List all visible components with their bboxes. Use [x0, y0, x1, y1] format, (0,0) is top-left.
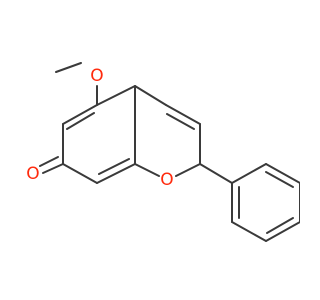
- molecule-structure-diagram: O O O: [26, 62, 300, 242]
- ring-a-bond-1: [96, 85, 136, 106]
- ring-b-bond-2: [165, 104, 201, 125]
- methyl-bond: [55, 62, 82, 73]
- ring-a-bond-4: [62, 163, 98, 184]
- ring-b-double-bond-2: [166, 113, 195, 130]
- phenyl-bond-6: [231, 163, 267, 184]
- ring-a-bond-5: [96, 163, 136, 184]
- carbonyl-oxygen-label: O: [26, 164, 39, 184]
- phenyl-link-bond: [199, 163, 233, 184]
- ring-a-double-bond-5: [98, 158, 130, 175]
- phenyl-double-bond-5: [265, 171, 294, 188]
- ring-b-bond-4: [175, 163, 201, 177]
- ring-b-bond-1: [134, 85, 167, 106]
- methoxy-oxygen-label: O: [90, 66, 103, 86]
- carbonyl-bond: [42, 163, 64, 174]
- ring-a-double-bond-2: [66, 112, 95, 130]
- ring-b-bond-5: [134, 163, 160, 177]
- phenyl-bond-2: [231, 221, 267, 242]
- phenyl-bond-3: [265, 221, 300, 242]
- ring-a-bond-2: [62, 104, 98, 125]
- phenyl-bond-5: [265, 163, 300, 184]
- phenyl-double-bond-3: [266, 217, 294, 234]
- ring-oxygen-label: O: [160, 170, 173, 190]
- carbonyl-double-bond: [39, 156, 59, 167]
